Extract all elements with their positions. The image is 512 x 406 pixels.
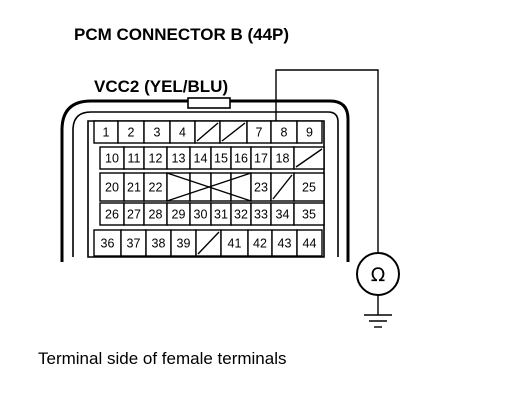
terminal-number: 26 — [105, 208, 119, 222]
terminal-number: 37 — [127, 237, 141, 251]
terminal-number: 38 — [152, 237, 166, 251]
terminal-number: 15 — [214, 152, 228, 166]
terminal-number: 31 — [214, 208, 228, 222]
terminal-cell — [210, 172, 232, 202]
unused-terminal-slash — [295, 148, 323, 168]
terminal-number: 8 — [281, 126, 288, 140]
terminal-cell — [293, 202, 325, 226]
terminal-number: 27 — [127, 208, 141, 222]
terminal-number: 14 — [194, 152, 208, 166]
terminal-number: 23 — [254, 181, 268, 195]
terminal-number: 13 — [172, 152, 186, 166]
terminal-number: 36 — [101, 237, 115, 251]
terminal-number: 29 — [172, 208, 186, 222]
terminal-cell — [271, 229, 298, 257]
meter-lead — [275, 69, 392, 328]
connector-housing — [60, 97, 350, 262]
terminal-cell — [296, 120, 323, 144]
terminal-cell — [93, 229, 122, 257]
terminal-number: 11 — [128, 152, 141, 166]
unused-terminal-slash — [196, 122, 219, 142]
unused-terminal-slash — [272, 174, 293, 200]
ohm-symbol: Ω — [371, 264, 386, 286]
terminal-number: 18 — [276, 152, 290, 166]
terminal-number: 39 — [177, 237, 191, 251]
ohmmeter-icon — [356, 252, 400, 296]
terminal-number: 30 — [194, 208, 208, 222]
terminal-number: 43 — [278, 237, 292, 251]
blocked-cavity-cross — [166, 172, 252, 202]
terminal-number: 34 — [276, 208, 290, 222]
terminal-number: 10 — [105, 152, 119, 166]
terminal-number: 42 — [253, 237, 267, 251]
terminal-cell — [120, 229, 147, 257]
terminal-number: 9 — [306, 126, 313, 140]
unused-terminal-slash — [197, 231, 220, 255]
terminal-number: 17 — [254, 152, 268, 166]
terminal-cell — [170, 229, 197, 257]
wire-label: VCC2 (YEL/BLU) — [94, 77, 228, 96]
terminal-number: 12 — [149, 152, 163, 166]
terminal-number: 44 — [303, 237, 317, 251]
terminal-number: 41 — [228, 237, 242, 251]
terminal-number: 28 — [149, 208, 163, 222]
terminal-number: 20 — [105, 181, 119, 195]
terminal-number: 35 — [302, 208, 316, 222]
terminal-number: 21 — [127, 181, 141, 195]
terminal-number: 16 — [234, 152, 248, 166]
terminal-number: 2 — [128, 126, 135, 140]
caption: Terminal side of female terminals — [38, 349, 286, 368]
terminal-number: 1 — [103, 126, 110, 140]
unused-terminal-slash — [221, 122, 246, 142]
diagram-title: PCM CONNECTOR B (44P) — [74, 25, 289, 44]
terminal-number: 25 — [302, 181, 316, 195]
terminal-cell — [230, 172, 252, 202]
terminal-cell — [293, 172, 325, 202]
terminal-number: 33 — [254, 208, 268, 222]
terminal-number: 22 — [149, 181, 163, 195]
terminal-number: 3 — [154, 126, 161, 140]
terminal-cell — [296, 229, 323, 257]
terminal-number: 32 — [234, 208, 248, 222]
terminal-number: 7 — [256, 126, 263, 140]
terminal-number: 4 — [179, 126, 186, 140]
